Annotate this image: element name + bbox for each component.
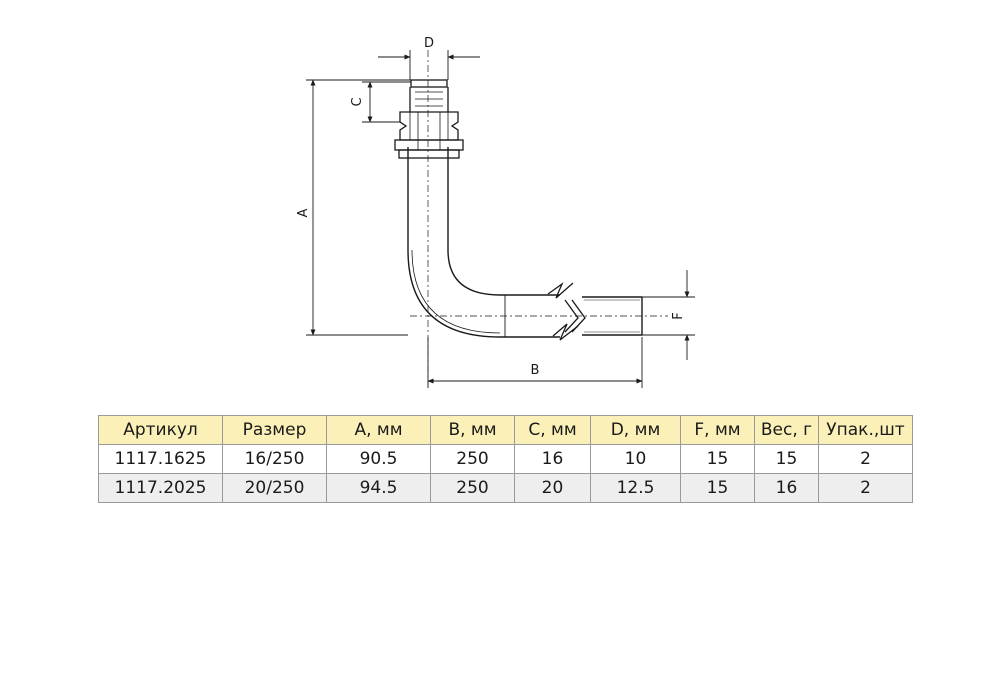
table-cell: 1117.1625 (98, 444, 223, 474)
table-cell: 20 (514, 473, 591, 503)
center-lines (410, 50, 668, 385)
col-header-d: D, мм (590, 415, 681, 445)
table-cell: 16 (754, 473, 819, 503)
label-c: C (350, 97, 365, 106)
table-cell: 15 (680, 473, 755, 503)
label-d: D (424, 36, 434, 51)
table-cell: 16 (514, 444, 591, 474)
col-header-f: F, мм (680, 415, 755, 445)
col-header-article: Артикул (98, 415, 223, 445)
col-header-size: Размер (222, 415, 327, 445)
col-header-weight: Вес, г (754, 415, 819, 445)
table-cell: 10 (590, 444, 681, 474)
table-cell: 12.5 (590, 473, 681, 503)
table-row: 1117.2025 20/250 94.5 250 20 12.5 15 16 … (98, 473, 913, 503)
pipe-elbow-drawing: D C A B F (296, 36, 695, 388)
table-cell: 250 (430, 444, 515, 474)
table-header-row: Артикул Размер A, мм B, мм C, мм D, мм F… (98, 415, 913, 445)
table-cell: 15 (754, 444, 819, 474)
table-cell: 15 (680, 444, 755, 474)
label-a: A (296, 208, 311, 217)
fitting-head (394, 79, 464, 159)
elbow-body (407, 147, 643, 338)
col-header-c: C, мм (514, 415, 591, 445)
label-f: F (671, 312, 686, 319)
table-cell: 2 (818, 444, 913, 474)
col-header-package: Упак.,шт (818, 415, 913, 445)
label-b: B (531, 363, 540, 378)
col-header-b: B, мм (430, 415, 515, 445)
table-cell: 1117.2025 (98, 473, 223, 503)
dimension-lines (306, 50, 695, 388)
table-cell: 20/250 (222, 473, 327, 503)
col-header-a: A, мм (326, 415, 431, 445)
table-cell: 2 (818, 473, 913, 503)
break-symbol (547, 282, 586, 341)
table-cell: 16/250 (222, 444, 327, 474)
table-cell: 94.5 (326, 473, 431, 503)
table-cell: 250 (430, 473, 515, 503)
table-cell: 90.5 (326, 444, 431, 474)
table-row: 1117.1625 16/250 90.5 250 16 10 15 15 2 (98, 444, 913, 474)
specification-table: Артикул Размер A, мм B, мм C, мм D, мм F… (98, 415, 913, 503)
